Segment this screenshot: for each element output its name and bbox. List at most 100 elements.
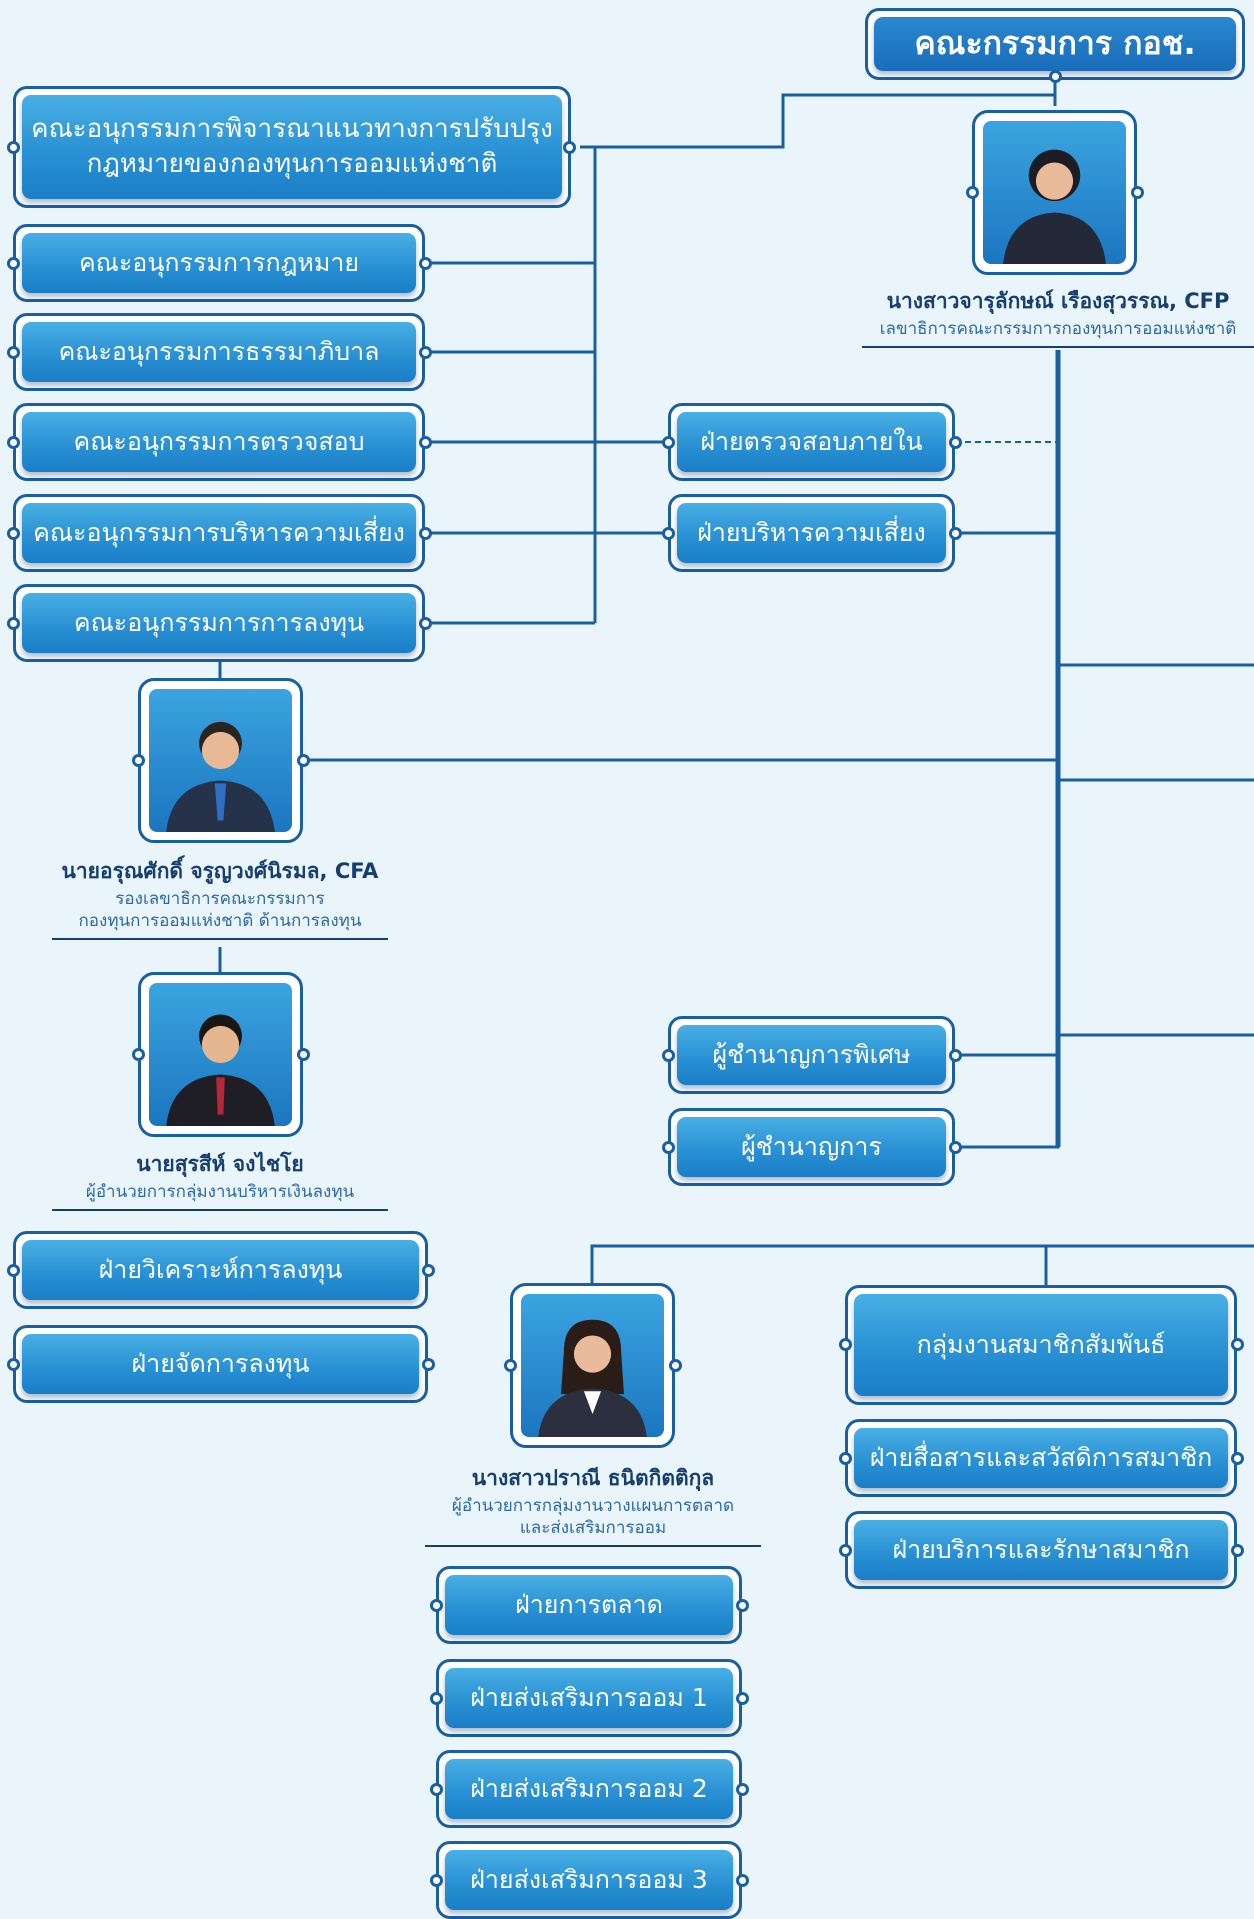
unit-savings-promotion-3-label: ฝ่ายส่งเสริมการออม 3 — [445, 1850, 733, 1910]
unit-savings-promotion-2[interactable]: ฝ่ายส่งเสริมการออม 2 — [436, 1750, 742, 1828]
connector-node — [504, 1359, 517, 1372]
connector-node — [7, 1264, 20, 1277]
investment-director-name: นายสุรสีห์ จงไชโย — [136, 1152, 304, 1176]
deputy-investment-caption: นายอรุณศักดิ์ จรูญวงศ์นิรมล, CFA รองเลขา… — [52, 855, 388, 941]
connector-node — [1231, 1544, 1244, 1557]
connector-node — [1049, 70, 1062, 83]
connector-node — [297, 754, 310, 767]
connector-node — [297, 1048, 310, 1061]
committee-audit[interactable]: คณะอนุกรรมการตรวจสอบ — [13, 403, 425, 481]
connector-node — [419, 436, 432, 449]
connector-node — [949, 1141, 962, 1154]
unit-investment-analysis[interactable]: ฝ่ายวิเคราะห์การลงทุน — [13, 1231, 428, 1309]
marketing-director-role: ผู้อำนวยการกลุ่มงานวางแผนการตลาด และส่งเ… — [451, 1496, 735, 1539]
unit-risk-management[interactable]: ฝ่ายบริหารความเสี่ยง — [668, 494, 955, 572]
secretary-general-name: นางสาวจารุลักษณ์ เรืองสุวรรณ, CFP — [886, 289, 1230, 313]
connector-node — [422, 1264, 435, 1277]
unit-internal-audit[interactable]: ฝ่ายตรวจสอบภายใน — [668, 403, 955, 481]
connector-node — [662, 1141, 675, 1154]
connector-node — [419, 617, 432, 630]
committee-audit-label: คณะอนุกรรมการตรวจสอบ — [22, 412, 416, 472]
connector-node — [7, 141, 20, 154]
connector-node — [662, 527, 675, 540]
connector-node — [132, 1048, 145, 1061]
connector-node — [736, 1874, 749, 1887]
marketing-director-caption: นางสาวปราณี ธนิตกิตติกุล ผู้อำนวยการกลุ่… — [425, 1462, 761, 1548]
unit-marketing[interactable]: ฝ่ายการตลาด — [436, 1566, 742, 1644]
unit-member-communication[interactable]: ฝ่ายสื่อสารและสวัสดิการสมาชิก — [845, 1419, 1237, 1497]
person-icon — [983, 121, 1126, 264]
investment-director-caption: นายสุรสีห์ จงไชโย ผู้อำนวยการกลุ่มงานบริ… — [52, 1148, 388, 1212]
connector-node — [966, 186, 979, 199]
secretary-general-role: เลขาธิการคณะกรรมการกองทุนการออมแห่งชาติ — [879, 319, 1237, 339]
unit-expert[interactable]: ผู้ชำนาญการ — [668, 1108, 955, 1186]
board-title-box: คณะกรรมการ กอช. — [865, 8, 1245, 80]
deputy-investment-photo — [138, 678, 303, 843]
connector-node — [430, 1783, 443, 1796]
connector-node — [419, 527, 432, 540]
connector-node — [949, 436, 962, 449]
connector-node — [662, 436, 675, 449]
unit-marketing-label: ฝ่ายการตลาด — [445, 1575, 733, 1635]
committee-governance[interactable]: คณะอนุกรรมการธรรมาภิบาล — [13, 313, 425, 391]
marketing-director-photo — [510, 1283, 675, 1448]
unit-investment-analysis-label: ฝ่ายวิเคราะห์การลงทุน — [22, 1240, 419, 1300]
connector-node — [7, 346, 20, 359]
unit-member-service-label: ฝ่ายบริการและรักษาสมาชิก — [854, 1520, 1228, 1580]
connector-node — [736, 1692, 749, 1705]
connector-node — [430, 1874, 443, 1887]
committee-risk-label: คณะอนุกรรมการบริหารความเสี่ยง — [22, 503, 416, 563]
unit-savings-promotion-3[interactable]: ฝ่ายส่งเสริมการออม 3 — [436, 1841, 742, 1919]
unit-savings-promotion-1-label: ฝ่ายส่งเสริมการออม 1 — [445, 1668, 733, 1728]
connector-node — [1131, 186, 1144, 199]
unit-member-service[interactable]: ฝ่ายบริการและรักษาสมาชิก — [845, 1511, 1237, 1589]
committee-investment[interactable]: คณะอนุกรรมการการลงทุน — [13, 584, 425, 662]
person-icon — [149, 689, 292, 832]
connector-node — [949, 1049, 962, 1062]
committee-law[interactable]: คณะอนุกรรมการกฎหมาย — [13, 224, 425, 302]
unit-internal-audit-label: ฝ่ายตรวจสอบภายใน — [677, 412, 946, 472]
committee-law-label: คณะอนุกรรมการกฎหมาย — [22, 233, 416, 293]
connector-node — [7, 617, 20, 630]
connector-node — [430, 1692, 443, 1705]
member-relations-group[interactable]: กลุ่มงานสมาชิกสัมพันธ์ — [845, 1285, 1237, 1405]
connector-node — [662, 1049, 675, 1062]
connector-node — [736, 1783, 749, 1796]
committee-governance-label: คณะอนุกรรมการธรรมาภิบาล — [22, 322, 416, 382]
connector-node — [949, 527, 962, 540]
connector-node — [669, 1359, 682, 1372]
connector-node — [7, 436, 20, 449]
connector-node — [839, 1338, 852, 1351]
secretary-general-photo — [972, 110, 1137, 275]
connector-node — [7, 527, 20, 540]
unit-risk-management-label: ฝ่ายบริหารความเสี่ยง — [677, 503, 946, 563]
deputy-investment-name: นายอรุณศักดิ์ จรูญวงศ์นิรมล, CFA — [61, 859, 379, 883]
connector-node — [839, 1452, 852, 1465]
connector-node — [1231, 1452, 1244, 1465]
committee-investment-label: คณะอนุกรรมการการลงทุน — [22, 593, 416, 653]
connector-node — [563, 141, 576, 154]
unit-investment-management-label: ฝ่ายจัดการลงทุน — [22, 1334, 419, 1394]
unit-expert-label: ผู้ชำนาญการ — [677, 1117, 946, 1177]
connector-node — [839, 1544, 852, 1557]
unit-savings-promotion-1[interactable]: ฝ่ายส่งเสริมการออม 1 — [436, 1659, 742, 1737]
person-icon — [149, 983, 292, 1126]
secretary-general-caption: นางสาวจารุลักษณ์ เรืองสุวรรณ, CFP เลขาธิ… — [862, 285, 1254, 349]
connector-node — [419, 346, 432, 359]
connector-node — [736, 1599, 749, 1612]
connector-node — [7, 1358, 20, 1371]
unit-member-communication-label: ฝ่ายสื่อสารและสวัสดิการสมาชิก — [854, 1428, 1228, 1488]
unit-special-expert[interactable]: ผู้ชำนาญการพิเศษ — [668, 1016, 955, 1094]
unit-investment-management[interactable]: ฝ่ายจัดการลงทุน — [13, 1325, 428, 1403]
connector-node — [7, 257, 20, 270]
connector-node — [422, 1358, 435, 1371]
board-title: คณะกรรมการ กอช. — [874, 17, 1236, 71]
committee-risk[interactable]: คณะอนุกรรมการบริหารความเสี่ยง — [13, 494, 425, 572]
committee-law-reform[interactable]: คณะอนุกรรมการพิจารณาแนวทางการปรับปรุง กฎ… — [13, 86, 571, 208]
marketing-director-name: นางสาวปราณี ธนิตกิตติกุล — [471, 1466, 715, 1490]
unit-savings-promotion-2-label: ฝ่ายส่งเสริมการออม 2 — [445, 1759, 733, 1819]
deputy-investment-role: รองเลขาธิการคณะกรรมการ กองทุนการออมแห่งช… — [78, 889, 362, 932]
committee-law-reform-label: คณะอนุกรรมการพิจารณาแนวทางการปรับปรุง กฎ… — [22, 95, 562, 199]
investment-director-role: ผู้อำนวยการกลุ่มงานบริหารเงินลงทุน — [85, 1182, 355, 1202]
